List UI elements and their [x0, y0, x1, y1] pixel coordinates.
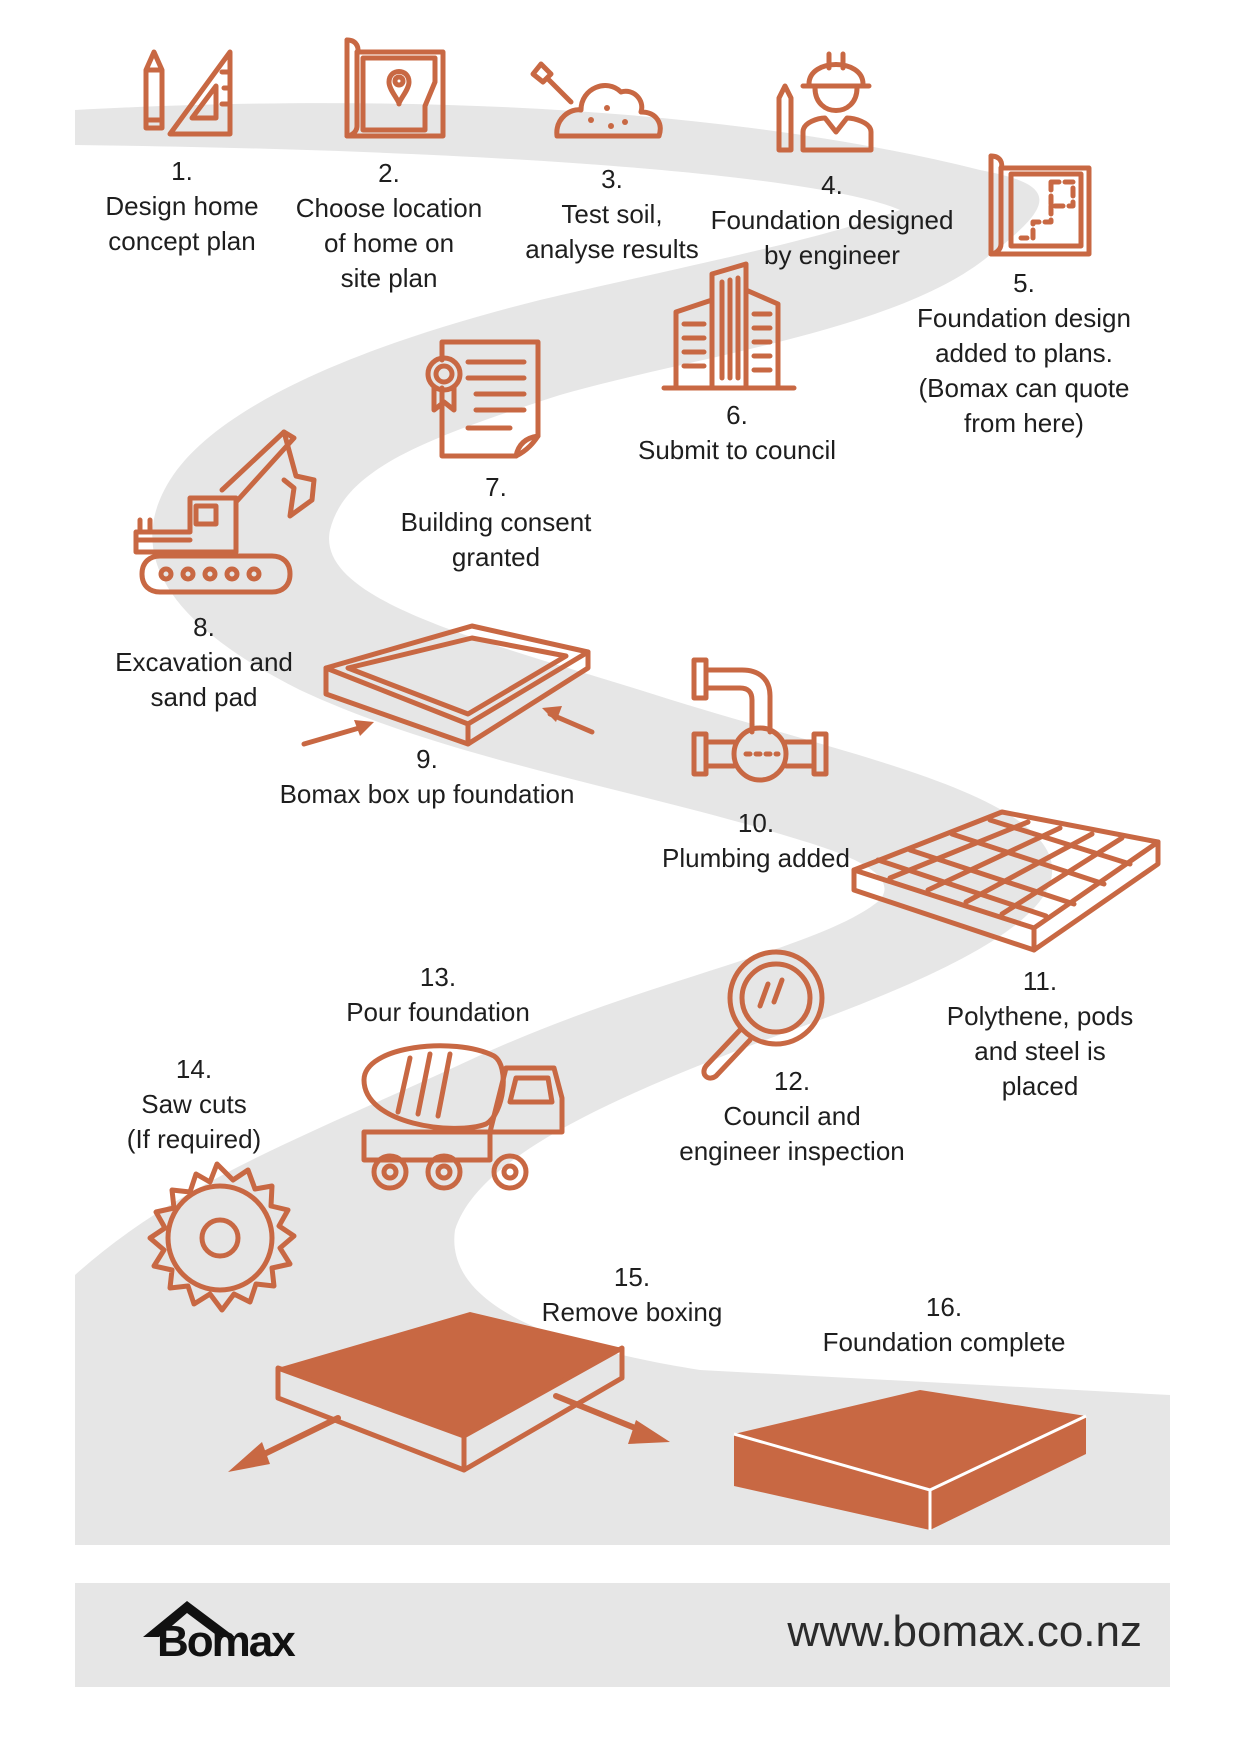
- step-16-label: 16. Foundation complete: [823, 1290, 1066, 1360]
- step-number: 8.: [193, 612, 215, 642]
- step-text: Excavation and sand pad: [115, 647, 293, 712]
- step-number: 14.: [175, 1054, 213, 1084]
- step-number: 3.: [601, 164, 623, 194]
- step-2-label: 2. Choose location of home on site plan: [296, 156, 482, 296]
- step-text: Test soil, analyse results: [525, 199, 699, 264]
- step-number: 2.: [378, 158, 400, 188]
- magnifier-icon: [692, 944, 830, 1084]
- step-text: Foundation designed by engineer: [710, 205, 954, 270]
- floor-plan-icon: [985, 150, 1095, 260]
- step-number: 10.: [737, 808, 775, 838]
- certificate-icon: [420, 338, 546, 462]
- step-text: Foundation complete: [822, 1327, 1066, 1357]
- step-13-label: 13. Pour foundation: [346, 960, 530, 1030]
- excavator-icon: [132, 428, 324, 598]
- step-number: 7.: [485, 472, 507, 502]
- step-number: 9.: [416, 744, 438, 774]
- step-number: 4.: [821, 170, 843, 200]
- step-number: 5.: [1013, 268, 1035, 298]
- step-3-label: 3. Test soil, analyse results: [525, 162, 698, 267]
- step-text: Council and engineer inspection: [679, 1101, 905, 1166]
- step-text: Polythene, pods and steel is placed: [946, 1001, 1134, 1101]
- step-5-label: 5. Foundation design added to plans. (Bo…: [917, 266, 1131, 441]
- step-number: 16.: [925, 1292, 963, 1322]
- engineer-hardhat-icon: [775, 46, 875, 156]
- step-text: Remove boxing: [541, 1297, 723, 1327]
- step-number: 15.: [613, 1262, 651, 1292]
- step-number: 13.: [419, 962, 457, 992]
- step-4-label: 4. Foundation designed by engineer: [711, 168, 954, 273]
- step-12-label: 12. Council and engineer inspection: [679, 1064, 905, 1169]
- step-10-label: 10. Plumbing added: [662, 806, 850, 876]
- bomax-logo: Bomax: [115, 1593, 296, 1673]
- step-text: Bomax box up foundation: [279, 779, 575, 809]
- saw-blade-icon: [132, 1156, 302, 1326]
- step-text: Submit to council: [638, 435, 836, 465]
- finished-slab-icon: [730, 1386, 1094, 1534]
- step-text: Choose location of home on site plan: [295, 193, 483, 293]
- step-number: 12.: [773, 1066, 811, 1096]
- council-building-icon: [660, 260, 800, 392]
- step-15-label: 15. Remove boxing: [542, 1260, 723, 1330]
- step-9-label: 9. Bomax box up foundation: [280, 742, 575, 812]
- step-14-label: 14. Saw cuts (If required): [127, 1052, 261, 1157]
- step-11-label: 11. Polythene, pods and steel is placed: [940, 964, 1140, 1104]
- step-text: Foundation design added to plans. (Bomax…: [917, 303, 1131, 438]
- step-text: Plumbing added: [662, 843, 850, 873]
- step-number: 1.: [171, 156, 193, 186]
- concrete-truck-icon: [354, 1040, 565, 1192]
- boxing-frame-icon: [300, 622, 600, 750]
- step-8-label: 8. Excavation and sand pad: [115, 610, 293, 715]
- site-map-pin-icon: [337, 34, 449, 144]
- pipe-icon: [690, 656, 830, 783]
- slab-boxing-removed-icon: [222, 1308, 672, 1484]
- step-1-label: 1. Design home concept plan: [105, 154, 258, 259]
- step-text: Building consent granted: [400, 507, 592, 572]
- step-number: 11.: [1022, 966, 1058, 996]
- step-number: 6.: [726, 400, 748, 430]
- soil-shovel-icon: [527, 58, 667, 142]
- footer-bar: Bomax www.bomax.co.nz: [75, 1583, 1170, 1687]
- logo-wordmark: Bomax: [157, 1617, 296, 1666]
- step-text: Design home concept plan: [105, 191, 259, 256]
- step-7-label: 7. Building consent granted: [401, 470, 592, 575]
- step-text: Saw cuts (If required): [126, 1089, 262, 1154]
- step-text: Pour foundation: [346, 997, 530, 1027]
- website-url[interactable]: www.bomax.co.nz: [787, 1607, 1142, 1656]
- steel-mesh-icon: [850, 808, 1162, 956]
- step-6-label: 6. Submit to council: [638, 398, 836, 468]
- pencil-setsquare-icon: [140, 48, 240, 140]
